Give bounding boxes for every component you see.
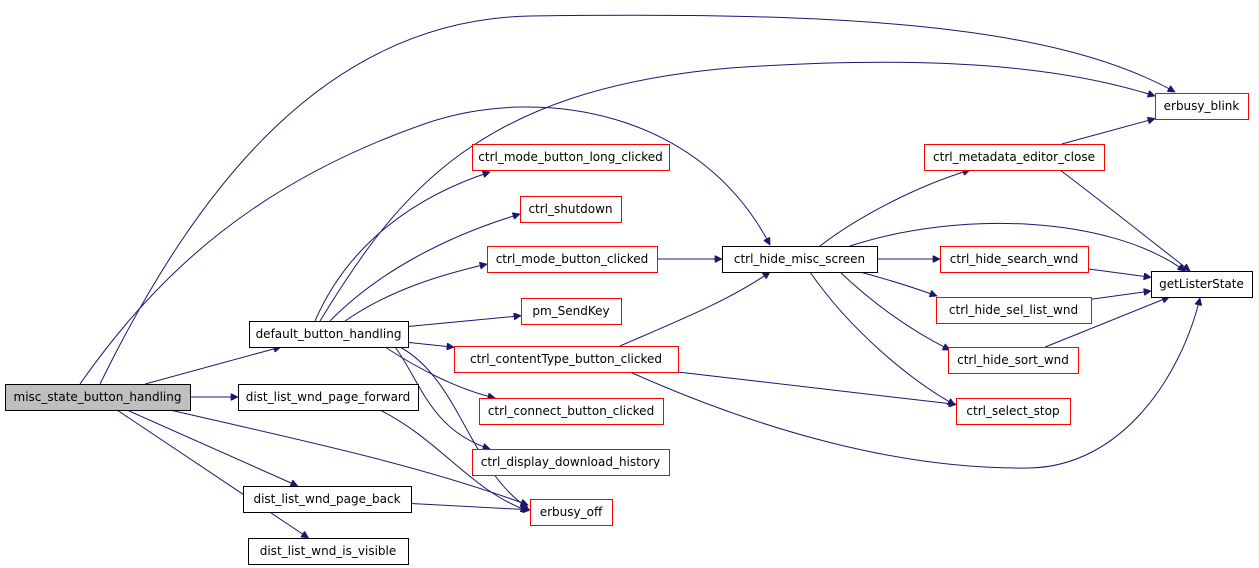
edge-ctrl_hide_sel_list_wnd-to-getListerState <box>1090 291 1151 300</box>
node-label: default_button_handling <box>256 327 402 341</box>
node-ctrl_hide_sort_wnd[interactable]: ctrl_hide_sort_wnd <box>948 347 1079 374</box>
node-label: ctrl_mode_button_clicked <box>496 252 649 266</box>
node-dist_list_wnd_page_forward[interactable]: dist_list_wnd_page_forward <box>238 384 419 411</box>
edge-dist_list_wnd_page_forward-to-erbusy_off <box>379 409 528 511</box>
node-ctrl_mode_button_long_clicked[interactable]: ctrl_mode_button_long_clicked <box>472 144 670 171</box>
edge-ctrl_hide_search_wnd-to-getListerState <box>1087 268 1151 277</box>
node-box <box>487 246 658 273</box>
node-ctrl_shutdown[interactable]: ctrl_shutdown <box>520 196 622 223</box>
node-ctrl_select_stop[interactable]: ctrl_select_stop <box>956 398 1071 425</box>
node-pm_SendKey[interactable]: pm_SendKey <box>521 298 622 325</box>
node-label: ctrl_hide_sort_wnd <box>957 353 1069 367</box>
node-label: ctrl_shutdown <box>528 202 612 216</box>
edge-default_button_handling-to-ctrl_mode_button_long_clicked <box>314 172 490 322</box>
node-ctrl_hide_misc_screen[interactable]: ctrl_hide_misc_screen <box>722 246 878 273</box>
edge-ctrl_metadata_editor_close-to-getListerState <box>1059 169 1190 271</box>
edges-layer <box>79 14 1200 538</box>
node-box <box>520 196 622 223</box>
node-box <box>238 384 419 411</box>
edge-default_button_handling-to-ctrl_connect_button_clicked <box>384 346 495 398</box>
edge-ctrl_contentType_button_clicked-to-ctrl_hide_misc_screen <box>619 272 770 347</box>
node-box <box>249 321 409 348</box>
edge-misc_state_button_handling-to-dist_list_wnd_page_back <box>126 409 298 486</box>
node-label: getListerState <box>1159 277 1244 291</box>
node-box <box>940 246 1089 273</box>
node-ctrl_contentType_button_clicked[interactable]: ctrl_contentType_button_clicked <box>454 346 679 373</box>
node-ctrl_hide_search_wnd[interactable]: ctrl_hide_search_wnd <box>940 246 1089 273</box>
node-box <box>472 449 670 476</box>
node-erbusy_off[interactable]: erbusy_off <box>530 499 613 526</box>
node-label: ctrl_mode_button_long_clicked <box>478 150 662 164</box>
node-label: ctrl_display_download_history <box>481 455 660 469</box>
edge-default_button_handling-to-erbusy_blink <box>319 61 1155 322</box>
node-box <box>243 486 412 513</box>
edge-default_button_handling-to-pm_SendKey <box>407 316 521 327</box>
edge-default_button_handling-to-erbusy_off <box>399 346 528 508</box>
edge-default_button_handling-to-ctrl_shutdown <box>329 214 520 322</box>
node-label: ctrl_hide_sel_list_wnd <box>949 303 1078 317</box>
edge-misc_state_button_handling-to-erbusy_blink <box>99 14 1175 385</box>
edge-ctrl_hide_misc_screen-to-ctrl_hide_sel_list_wnd <box>859 271 937 296</box>
edge-default_button_handling-to-ctrl_mode_button_clicked <box>344 264 487 322</box>
node-label: ctrl_hide_misc_screen <box>734 252 865 266</box>
edge-misc_state_button_handling-to-dist_list_wnd_is_visible <box>116 409 309 538</box>
node-ctrl_display_download_history[interactable]: ctrl_display_download_history <box>472 449 670 476</box>
edge-misc_state_button_handling-to-erbusy_off <box>169 409 528 505</box>
node-box <box>479 398 664 425</box>
node-box <box>1151 271 1253 298</box>
node-label: erbusy_blink <box>1164 99 1240 113</box>
node-default_button_handling[interactable]: default_button_handling <box>249 321 409 348</box>
nodes-layer: misc_state_button_handling default_button… <box>5 93 1253 565</box>
node-label: ctrl_connect_button_clicked <box>488 404 654 418</box>
edge-ctrl_hide_misc_screen-to-ctrl_hide_sort_wnd <box>839 271 950 351</box>
edge-ctrl_hide_misc_screen-to-ctrl_metadata_editor_close <box>819 170 970 247</box>
node-ctrl_metadata_editor_close[interactable]: ctrl_metadata_editor_close <box>924 144 1105 171</box>
edge-misc_state_button_handling-to-ctrl_hide_misc_screen <box>79 106 771 385</box>
node-erbusy_blink[interactable]: erbusy_blink <box>1155 93 1249 120</box>
edge-misc_state_button_handling-to-default_button_handling <box>145 347 281 385</box>
node-ctrl_connect_button_clicked[interactable]: ctrl_connect_button_clicked <box>479 398 664 425</box>
edge-default_button_handling-to-ctrl_contentType_button_clicked <box>407 341 454 347</box>
node-label: ctrl_contentType_button_clicked <box>470 352 662 366</box>
node-box <box>948 347 1079 374</box>
node-dist_list_wnd_is_visible[interactable]: dist_list_wnd_is_visible <box>248 538 409 565</box>
node-box <box>530 499 613 526</box>
edge-dist_list_wnd_page_back-to-erbusy_off <box>410 503 530 510</box>
node-label: ctrl_hide_search_wnd <box>950 252 1078 266</box>
edge-ctrl_contentType_button_clicked-to-getListerState <box>629 298 1200 469</box>
node-label: dist_list_wnd_page_forward <box>246 390 411 404</box>
node-label: misc_state_button_handling <box>14 390 182 404</box>
node-box <box>5 384 191 411</box>
edge-ctrl_metadata_editor_close-to-erbusy_blink <box>1061 119 1155 145</box>
edge-default_button_handling-to-ctrl_display_download_history <box>394 346 490 449</box>
node-label: pm_SendKey <box>532 304 609 318</box>
edge-ctrl_hide_misc_screen-to-ctrl_select_stop <box>809 271 955 406</box>
node-box <box>722 246 878 273</box>
node-label: ctrl_metadata_editor_close <box>933 150 1095 164</box>
node-box <box>924 144 1105 171</box>
node-ctrl_mode_button_clicked[interactable]: ctrl_mode_button_clicked <box>487 246 658 273</box>
node-label: erbusy_off <box>540 505 603 519</box>
node-box <box>248 538 409 565</box>
node-getListerState[interactable]: getListerState <box>1151 271 1253 298</box>
node-dist_list_wnd_page_back[interactable]: dist_list_wnd_page_back <box>243 486 412 513</box>
edge-ctrl_hide_sort_wnd-to-getListerState <box>1045 297 1169 348</box>
node-misc_state_button_handling[interactable]: misc_state_button_handling <box>5 384 191 411</box>
node-label: dist_list_wnd_is_visible <box>260 544 397 558</box>
node-box <box>454 346 679 373</box>
node-box <box>521 298 622 325</box>
node-label: dist_list_wnd_page_back <box>253 492 400 506</box>
node-box <box>1155 93 1249 120</box>
edge-ctrl_contentType_button_clicked-to-ctrl_select_stop <box>677 371 956 404</box>
node-label: ctrl_select_stop <box>966 404 1059 418</box>
node-box <box>956 398 1071 425</box>
node-box <box>472 144 670 171</box>
node-ctrl_hide_sel_list_wnd[interactable]: ctrl_hide_sel_list_wnd <box>936 297 1092 324</box>
node-box <box>936 297 1092 324</box>
edge-ctrl_hide_misc_screen-to-getListerState <box>849 222 1185 271</box>
